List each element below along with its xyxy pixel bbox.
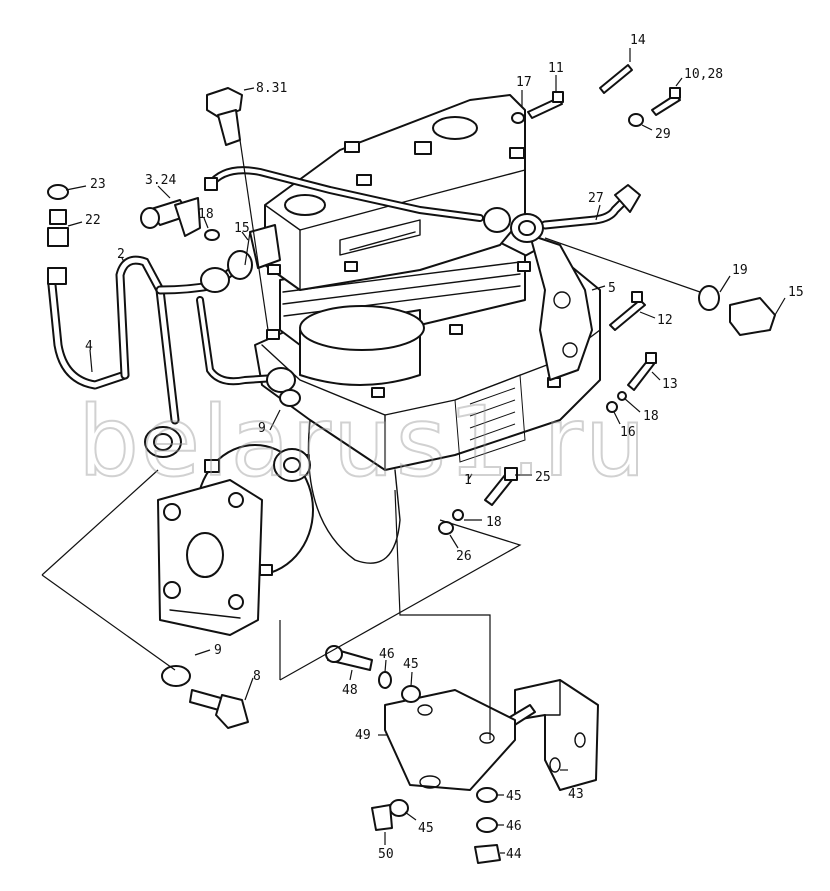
callout-13: 13	[662, 377, 678, 392]
banjo-bolt-lower	[161, 665, 249, 729]
callout-46-upper: 46	[379, 647, 395, 662]
callout-labels: 8.31 14 17 11 10,28 29 23 22 3.24 18 15 …	[85, 33, 804, 862]
callout-48: 48	[342, 683, 358, 698]
callout-14: 14	[630, 33, 646, 48]
crankcase-bolts	[266, 261, 561, 398]
fittings	[47, 177, 641, 458]
banjo-bolt-top	[206, 87, 243, 146]
callout-22: 22	[85, 213, 101, 228]
callout-26: 26	[456, 549, 472, 564]
callout-23: 23	[90, 177, 106, 192]
assembly-lines	[41, 139, 701, 740]
callout-18-upper: 18	[198, 207, 214, 222]
callout-17: 17	[516, 75, 532, 90]
callout-5: 5	[608, 281, 616, 296]
callout-49: 49	[355, 728, 371, 743]
callout-43: 43	[568, 787, 584, 802]
callout-2: 2	[117, 247, 125, 262]
callout-46-lower: 46	[506, 819, 522, 834]
callout-8-31: 8.31	[256, 81, 287, 96]
right-side-parts	[438, 64, 776, 535]
callout-10-28: 10,28	[684, 67, 723, 82]
callout-45-upper: 45	[403, 657, 419, 672]
callout-leaders	[65, 48, 786, 854]
callout-50: 50	[378, 847, 394, 862]
callout-18-lower: 18	[486, 515, 502, 530]
callout-27: 27	[588, 191, 604, 206]
callout-25: 25	[535, 470, 551, 485]
watermark: belarus1.ru	[78, 386, 648, 498]
callout-29: 29	[655, 127, 671, 142]
coolant-fitting	[273, 448, 311, 482]
callout-45-lower: 45	[418, 821, 434, 836]
callout-3-24: 3.24	[145, 173, 176, 188]
mounting-bracket	[529, 234, 593, 381]
callout-45-mid: 45	[506, 789, 522, 804]
callout-15-left: 15	[234, 221, 250, 236]
callout-4: 4	[85, 339, 93, 354]
callout-44: 44	[506, 847, 522, 862]
callout-16: 16	[620, 425, 636, 440]
callout-12: 12	[657, 313, 673, 328]
callout-8: 8	[253, 669, 261, 684]
callout-19: 19	[732, 263, 748, 278]
cylinder-block	[279, 239, 526, 386]
callout-9-upper: 9	[258, 421, 266, 436]
callout-1: 1	[464, 473, 472, 488]
callout-9-lower: 9	[214, 643, 222, 658]
callout-15-right: 15	[788, 285, 804, 300]
bottom-bracket-assembly	[325, 645, 599, 864]
callout-11: 11	[548, 61, 564, 76]
callout-18-right: 18	[643, 409, 659, 424]
